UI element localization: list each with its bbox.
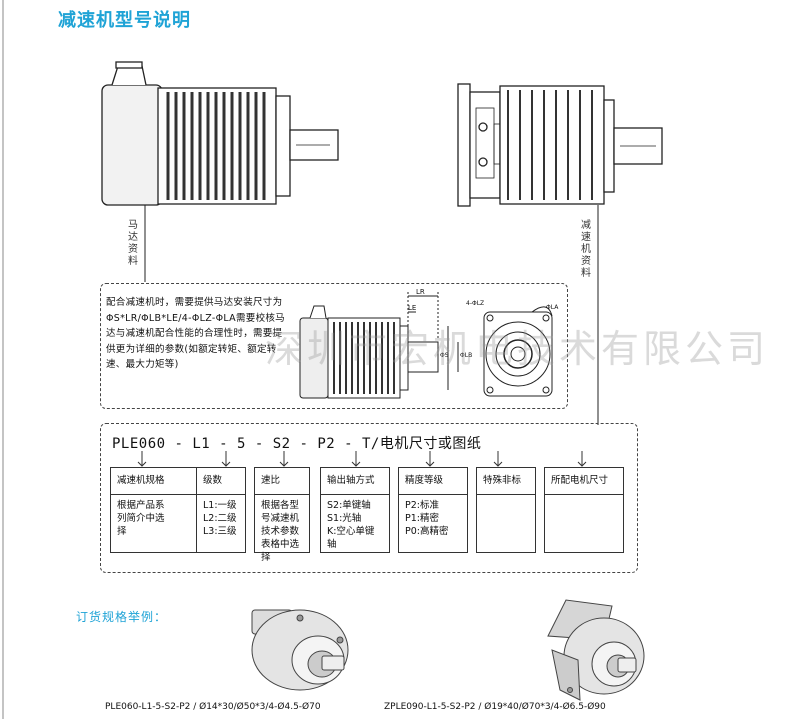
dim-le: LE [408,304,417,312]
spec-box-body: L1:一级 L2:二级 L3:三级 [203,500,237,537]
dim-lz: 4-ΦLZ [466,300,485,307]
dim-lr: LR [416,288,425,296]
spec-box-header: 减速机规格 [111,468,197,495]
spec-box-header: 所配电机尺寸 [545,468,623,495]
spec-box-body: 根据各型 号减速机 技术参数 表格中选 择 [261,500,300,563]
watermark: 深圳市宏机电技术有限公司 [265,327,770,371]
page-title: 减速机型号说明 [58,10,191,31]
dim-s: ΦS [440,352,449,359]
reducer-side-view [457,83,663,425]
spec-box-body [545,495,623,499]
motor-requirement-text: 配合减速机时，需要提供马达安装尺寸为ΦS*LR/ΦLB*LE/4-ΦLZ-ΦLA… [106,297,285,370]
model-code: PLE060 - L1 - 5 - S2 - P2 - T/电机尺寸或图纸 [112,436,482,452]
motor-info-panel [100,283,568,409]
spec-box-motor-size: 所配电机尺寸 [544,467,624,553]
model-code-panel [100,423,638,573]
reducer-data-label: 减速机资料 [581,220,591,279]
product-image-ple060 [251,609,349,691]
dim-lb: ΦLB [460,352,473,359]
spec-box-body [477,495,535,499]
spec-box-header: 速比 [255,468,309,495]
spec-box-header: 精度等级 [399,468,467,495]
connector-lines [137,451,587,467]
product-image-zple090 [547,599,645,701]
spec-box-body: 根据产品系 列简介中选 择 [117,500,165,537]
example-right-caption: ZPLE090-L1-5-S2-P2 / Ø19*40/Ø70*3/4-Ø6.5… [384,702,606,712]
spec-box-header: 特殊非标 [477,468,535,495]
spec-box-ratio: 速比 根据各型 号减速机 技术参数 表格中选 择 [254,467,310,563]
example-left-caption: PLE060-L1-5-S2-P2 / Ø14*30/Ø50*3/4-Ø4.5-… [105,702,321,712]
spec-box-body: S2:单键轴 S1:光轴 K:空心单键 轴 [327,500,375,550]
motor-data-label: 马达资料 [128,220,138,267]
example-title: 订货规格举例： [76,610,168,624]
spec-box-custom: 特殊非标 [476,467,536,553]
spec-box-header: 输出轴方式 [321,468,389,495]
dim-la: ΦLA [546,304,559,311]
spec-box-precision: 精度等级 P2:标准 P1:精密 P0:高精密 [398,467,468,553]
spec-box-reducer-size: 减速机规格 根据产品系 列简介中选 择 [110,467,198,553]
spec-box-header: 级数 [197,468,245,495]
spec-box-stages: 级数 L1:一级 L2:二级 L3:三级 [196,467,246,553]
spec-box-output-shaft: 输出轴方式 S2:单键轴 S1:光轴 K:空心单键 轴 [320,467,390,553]
motor-side-view [101,61,339,282]
motor-dimension-drawing [299,292,553,399]
spec-box-body: P2:标准 P1:精密 P0:高精密 [405,500,449,537]
